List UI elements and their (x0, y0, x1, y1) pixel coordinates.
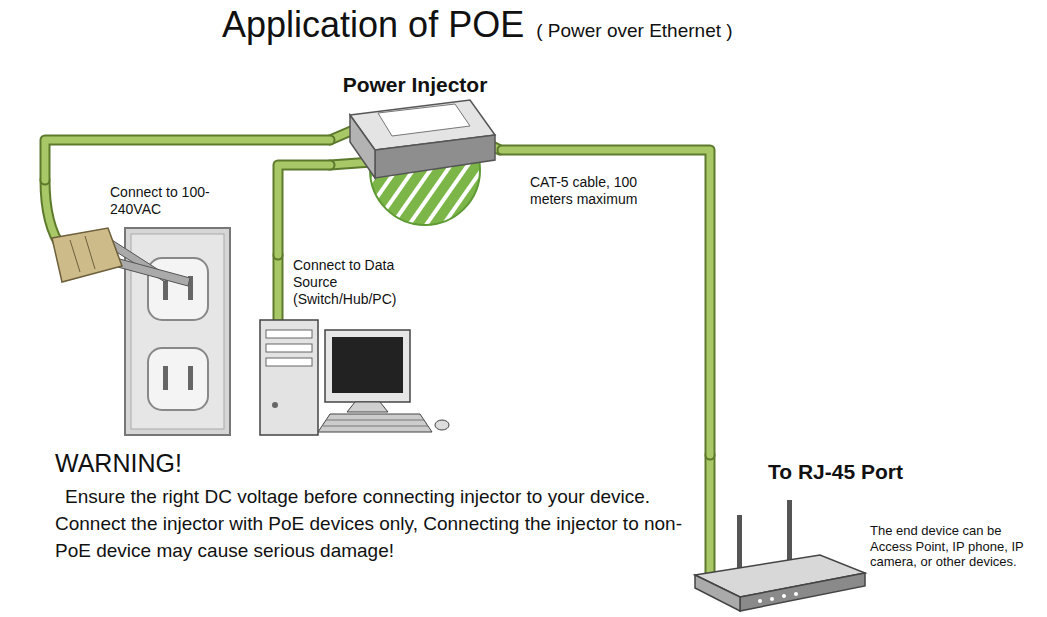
data-source-pc: Connect to Data Source (Switch/Hub/PC) (255, 255, 460, 440)
cable-stroke (278, 165, 330, 255)
cable-stroke (502, 150, 710, 455)
cable-stroke (502, 150, 710, 455)
diagram-title: Application of POE (222, 4, 524, 46)
injector-drawing (350, 100, 495, 225)
computer-drawing (260, 255, 449, 435)
title-row: Application of POE ( Power over Ethernet … (222, 4, 733, 46)
cat5-cable (278, 165, 330, 255)
node-label: Connect to Data Source (Switch/Hub/PC) (293, 257, 405, 307)
cat5-cable (502, 150, 710, 455)
node-description: The end device can be Access Point, IP p… (870, 523, 1042, 570)
cable-stroke (278, 165, 330, 255)
node-label: Power Injector (330, 72, 500, 97)
outlet-drawing (45, 180, 230, 435)
warning-heading: WARNING! (55, 448, 355, 478)
node-label: To RJ-45 Port (768, 459, 968, 484)
subtitle: ( Power over Ethernet ) (536, 20, 732, 42)
node-label: Connect to 100-240VAC (110, 184, 220, 218)
cable-label: CAT-5 cable, 100 meters maximum (530, 174, 680, 208)
power-injector: Power Injector (330, 70, 502, 230)
warning-text: Ensure the right DC voltage before conne… (55, 484, 695, 565)
wall-outlet: Connect to 100-240VAC (20, 180, 235, 440)
end-device: To RJ-45 PortThe end device can be Acces… (680, 455, 1045, 615)
